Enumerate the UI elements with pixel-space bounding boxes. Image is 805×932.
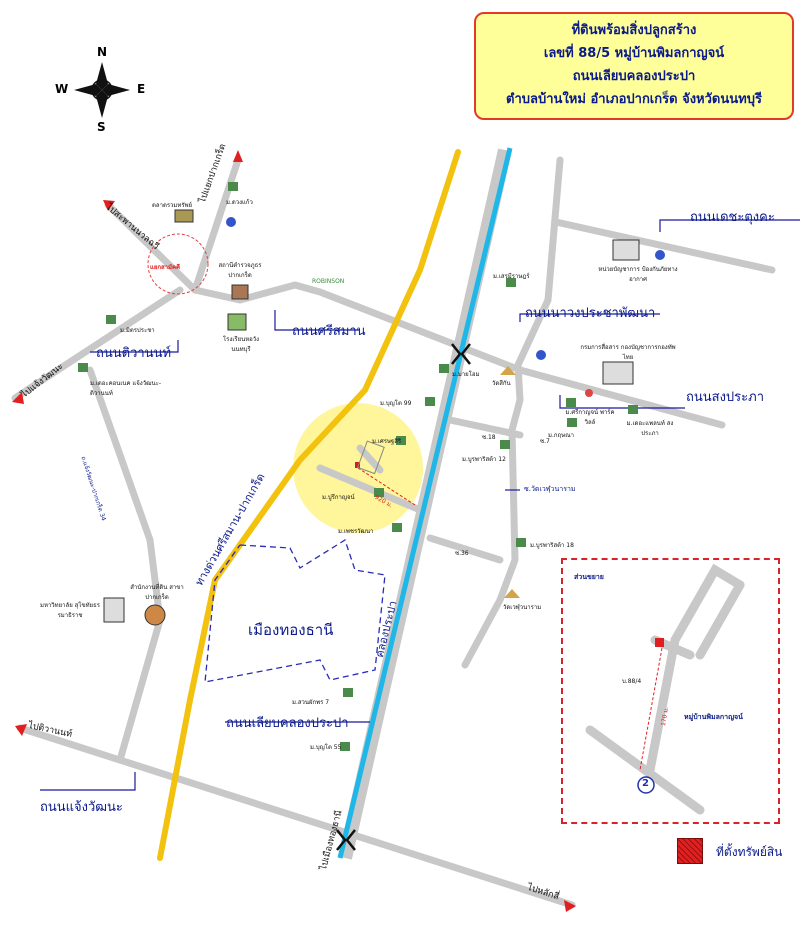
place-m-suanpak: ม.สวนผักพร 7 [292,699,330,706]
place-m-connect: ม.เดอะคอนเนค แจ้งวัฒนะ-ติวานนท์ [90,380,162,397]
place-university: มหาวิทยาลัย สุโขทัยธรรมาธิราช [40,602,100,619]
place-m-pimonkan: ม.ปูรีกาญจน์ [322,494,355,501]
title-line-4: ตำบลบ้านใหม่ อำเภอปากเกร็ด จังหวัดนนทบุร… [506,92,762,107]
place-m-bumphak12: ม.บูรพาริสต้า 12 [462,456,506,463]
inset-marker-number: 2 [642,778,649,789]
compass-w: W [55,82,69,96]
road-label-nawong: ถนนนาวงประชาพัฒนา [525,306,656,321]
place-m-kritsana: ม.กฤษณา [548,432,575,439]
compass-e: E [137,82,146,96]
place-m-boonyoo55: ม.บุญโต 55 [310,744,342,751]
place-m-maisiam: ม.มายโฮม [452,371,480,378]
compass-rose [74,62,130,118]
soi-36: ซ.36 [455,550,469,557]
soi-label-watrat: ซ.วัดเวฬุวนาราม [524,485,576,493]
compass-s: S [97,120,106,134]
inset-village: หมู่บ้านพิมลกาญจน์ [684,713,743,721]
direction-arrows [12,150,576,912]
place-land-office: สำนักงานที่ดิน สาขาปากเกร็ด [130,584,184,601]
village-icons [78,182,638,751]
inset-marker-circle [637,776,655,794]
inset-map [585,563,745,815]
place-wat-sisan: วัดสีกัน [492,380,511,387]
place-m-setthasiri: ม.เศรษฐสิริ [372,438,402,445]
bridge-markers [336,343,471,851]
title-line-2: เลขที่ 88/5 หมู่บ้านพิมลกาญจน์ [543,46,725,61]
place-muang-thong: เมืองทองธานี [248,621,334,639]
place-robinson: ROBINSON [312,278,345,285]
place-m-sriyan: ม.ศรีกาญจน์ พาร์ควิลล์ [565,409,615,426]
legend-swatch [677,838,703,864]
muang-thong-boundary [204,539,386,683]
compass-n: N [97,45,108,59]
road-label-srisaman: ถนนศรีสมาน [292,324,366,339]
place-m-bumphak18: ม.บูรพาริสต้า 18 [530,542,574,549]
place-army-office: หน่วยบัญชาการ ป้องกันภัยทางอากาศ [598,266,678,283]
place-m-plant: ม.เดอะแพลนท์ สงประภา [626,420,674,437]
inset-title: ส่วนขยาย [574,573,604,581]
road-label-detchatu: ถนนเดชะตุงคะ [690,210,775,225]
place-m-boonyoo99: ม.บุญโต 99 [380,400,412,407]
inset-plot-marker [655,638,664,647]
building-icons [103,209,665,626]
place-m-seree: ม.เสรมีราษฎร์ [493,273,530,280]
place-air-office: กรมการสื่อสาร กองบัญชาการกองทัพไทย [580,344,676,361]
legend-label: ที่ตั้งทรัพย์สิน [716,845,783,859]
road-label-chaengwattana: ถนนแจ้งวัฒนะ [40,800,123,815]
place-school: โรงเรียนหอวัง นนทบุรี [222,336,260,353]
place-police: สถานีตำรวจภูธร ปากเกร็ด [218,262,262,279]
place-yaek: แยกสามัคคี [150,264,181,271]
inset-frame [561,558,780,824]
canal-line [337,147,513,859]
soi-18: ซ.18 [482,434,496,441]
place-wat-velu: วัดเวฬุวนาราม [503,604,542,611]
title-line-1: ที่ดินพร้อมสิ่งปลูกสร้าง [571,23,697,38]
intersection-circle [147,233,209,295]
road-label-songprapa: ถนนสงประภา [686,390,765,405]
place-m-phetchawan: ม.เพชรวัฒนา [338,528,374,535]
title-box: ที่ดินพร้อมสิ่งปลูกสร้าง เลขที่ 88/5 หมู… [474,12,794,120]
temple-icons [500,366,520,598]
place-m-duangkaew: ม.ดวงแก้ว [226,199,253,206]
label-pointers [40,219,800,791]
expressway-line [157,149,461,861]
soi-7: ซ.7 [540,438,550,445]
inset-plot-label: บ.88/4 [622,678,642,685]
place-talat: ตลาดรวมทรัพย์ [152,202,193,209]
road-label-liab-khlong: ถนนเลียบคลองประปา [226,716,349,731]
road-label-tiwanon: ถนนติวานนท์ [96,346,172,361]
title-line-3: ถนนเลียบคลองประปา [572,69,696,84]
road-network [11,156,776,909]
place-m-mitpracha: ม.มิตรประชา [120,327,155,334]
